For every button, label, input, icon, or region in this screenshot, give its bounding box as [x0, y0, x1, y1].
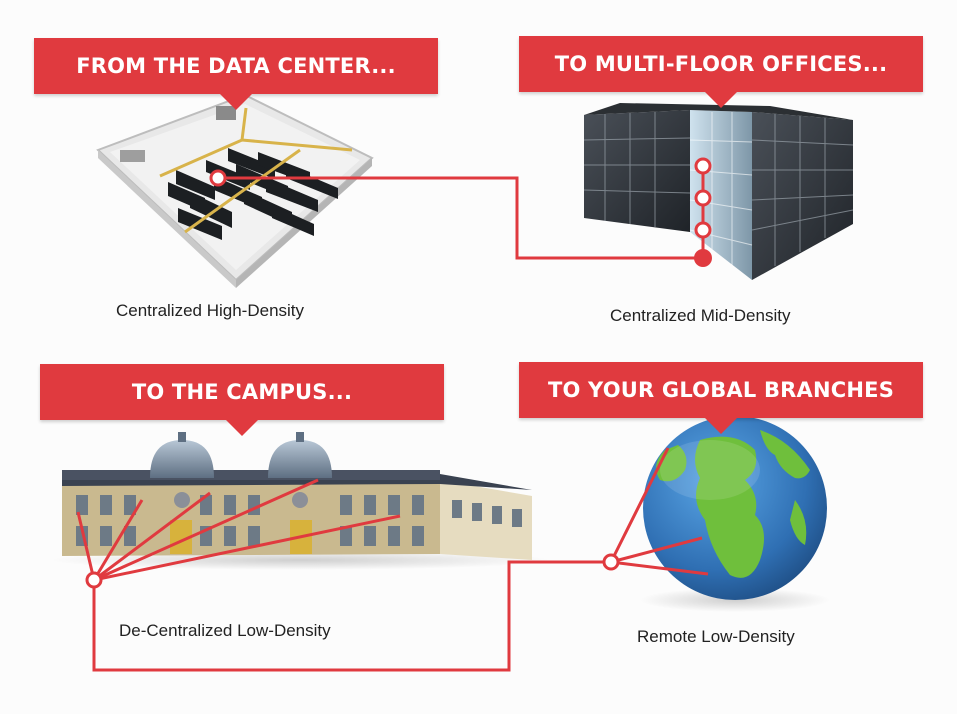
banner-data-center: FROM THE DATA CENTER... — [34, 38, 438, 110]
banner-offices: TO MULTI-FLOOR OFFICES... — [519, 36, 923, 108]
banner-campus: TO THE CAMPUS... — [40, 364, 444, 436]
node-branches — [602, 553, 620, 571]
caption-data-center: Centralized High-Density — [116, 301, 305, 320]
node-office-floor-1 — [694, 157, 712, 175]
node-office-entry — [694, 249, 712, 267]
caption-campus: De-Centralized Low-Density — [119, 621, 331, 640]
node-office-floor-2 — [694, 189, 712, 207]
node-campus — [85, 571, 103, 589]
node-data-center — [209, 169, 227, 187]
connector-lines — [76, 166, 709, 672]
connector-datacenter-to-offices — [218, 176, 703, 260]
office-building-illustration — [583, 103, 854, 280]
globe-illustration — [640, 416, 830, 612]
node-office-floor-3 — [694, 221, 712, 239]
connector-campus-to-branches — [92, 560, 611, 672]
campus-building-illustration — [50, 432, 550, 570]
caption-offices: Centralized Mid-Density — [610, 306, 791, 325]
connector-nodes — [85, 157, 712, 589]
caption-branches: Remote Low-Density — [637, 627, 795, 646]
data-center-floorplan-illustration — [96, 93, 374, 288]
banner-branches: TO YOUR GLOBAL BRANCHES — [519, 362, 923, 434]
